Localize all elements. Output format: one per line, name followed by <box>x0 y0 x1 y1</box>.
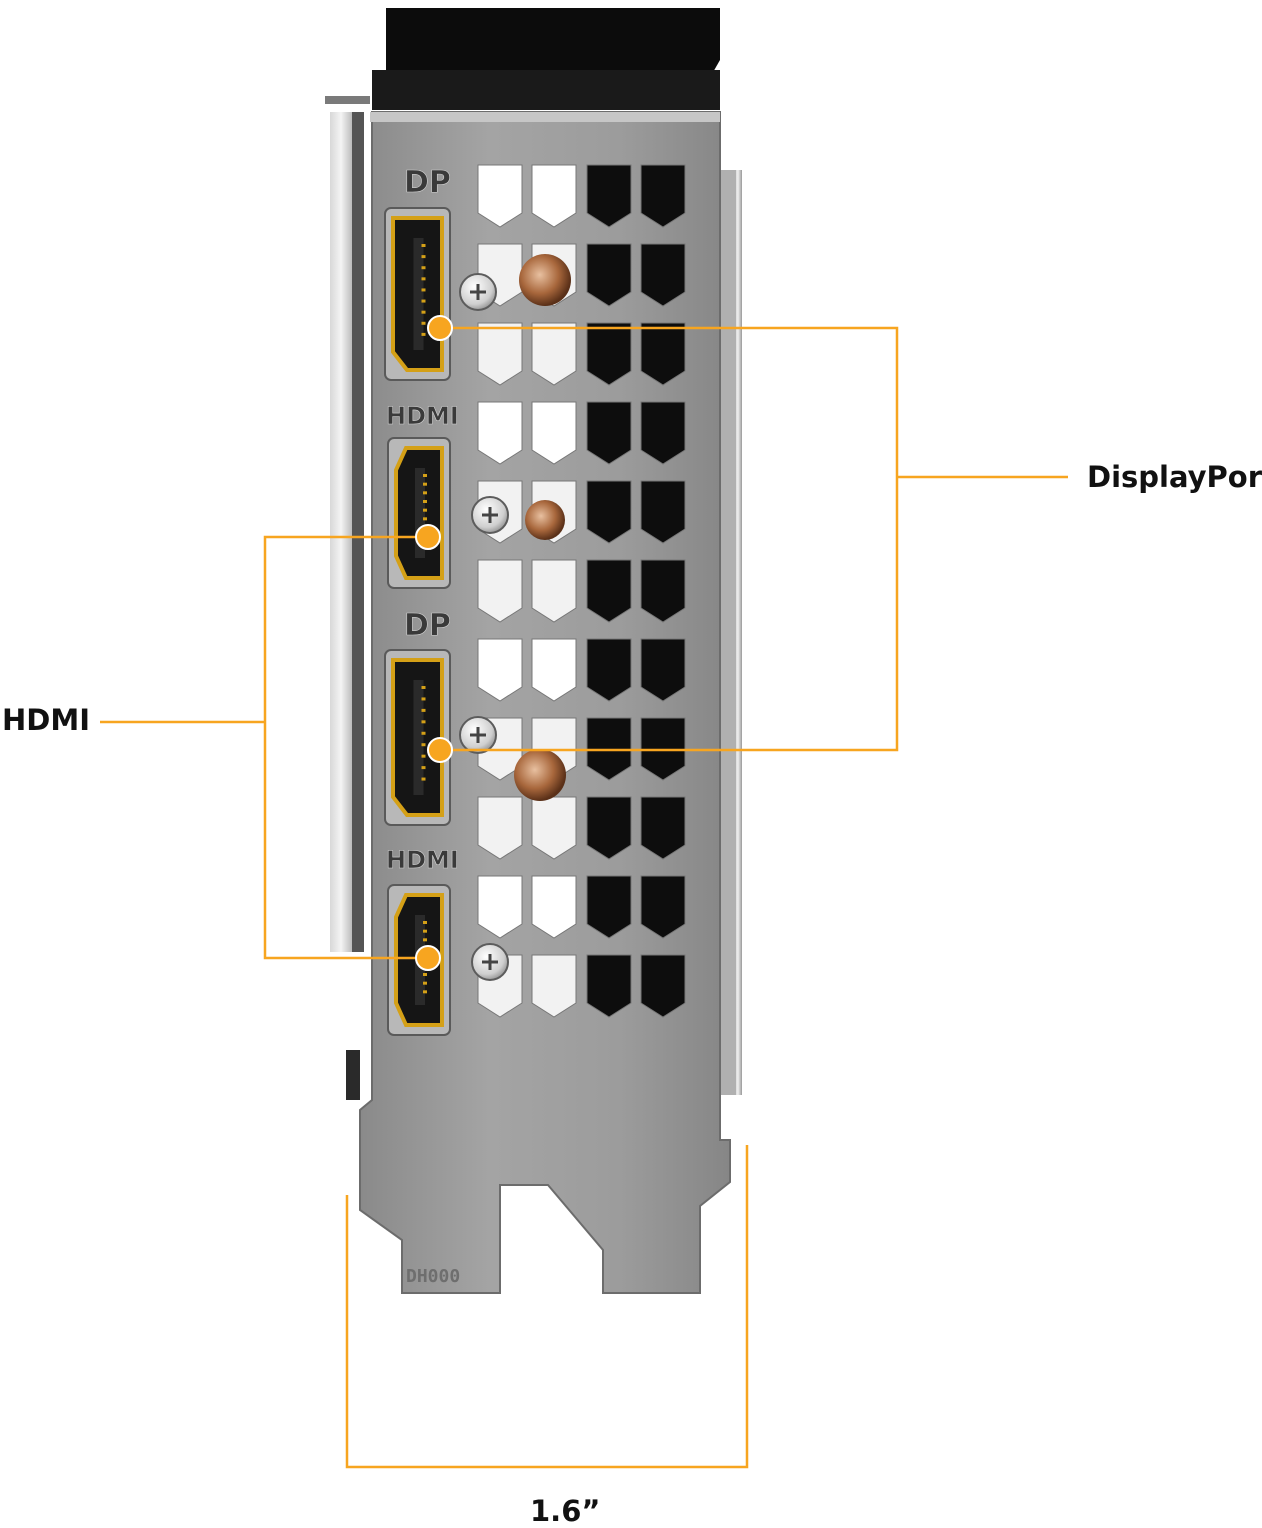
vent-hole <box>531 954 577 1018</box>
callout-dot-dp-top <box>427 315 453 341</box>
vent-hole <box>477 322 523 386</box>
display-connectors <box>384 207 509 1036</box>
vent-hole <box>477 875 523 939</box>
bracket-width-label: 1.6” <box>530 1494 601 1528</box>
vent-hole <box>586 875 632 939</box>
vent-hole <box>586 243 632 307</box>
vent-hole <box>586 638 632 702</box>
callout-dot-dp-lower <box>427 737 453 763</box>
bracket-screw-icon <box>459 716 497 754</box>
bracket-screw-icon <box>459 273 497 311</box>
vent-hole <box>586 954 632 1018</box>
bracket-screw-icon <box>471 943 509 981</box>
vent-hole <box>531 164 577 228</box>
card-shroud <box>325 8 742 1100</box>
io-bracket-plate <box>359 111 731 1294</box>
vent-hole <box>640 638 686 702</box>
hdmi-callout-line <box>263 535 428 960</box>
bracket-text-hdmi-upper: HDMI <box>386 402 459 430</box>
bracket-screw-icon <box>471 496 509 534</box>
bracket-vent-grid <box>477 164 686 1018</box>
connector-displayport-3 <box>384 649 497 826</box>
vent-hole <box>531 559 577 623</box>
vent-hole <box>640 559 686 623</box>
vent-hole <box>531 875 577 939</box>
vent-hole <box>477 559 523 623</box>
vent-hole <box>586 322 632 386</box>
displayport-label: DisplayPort <box>1087 460 1262 494</box>
vent-hole <box>586 559 632 623</box>
heatpipes <box>514 254 571 801</box>
vent-hole <box>531 401 577 465</box>
hdmi-label: HDMI <box>2 703 90 737</box>
vent-hole <box>477 638 523 702</box>
vent-hole <box>640 480 686 544</box>
vent-hole <box>640 243 686 307</box>
callout-dots <box>415 315 453 971</box>
bracket-text-hdmi-lower: HDMI <box>386 846 459 874</box>
vent-hole <box>640 164 686 228</box>
port-labels-printed: DP HDMI DP HDMI DH000 <box>386 165 460 1287</box>
vent-hole <box>531 638 577 702</box>
displayport-callout-line <box>440 326 899 752</box>
vent-hole <box>477 164 523 228</box>
vent-hole <box>640 875 686 939</box>
vent-hole <box>477 401 523 465</box>
callout-dot-hdmi-lower <box>415 945 441 971</box>
vent-hole <box>586 796 632 860</box>
vent-hole <box>531 796 577 860</box>
bracket-text-dp-lower: DP <box>404 608 451 643</box>
vent-hole <box>640 954 686 1018</box>
vent-hole <box>477 796 523 860</box>
vent-hole <box>531 322 577 386</box>
vent-hole <box>586 164 632 228</box>
vent-hole <box>640 401 686 465</box>
width-dimension-line <box>345 1145 749 1469</box>
vent-hole <box>640 322 686 386</box>
bracket-stamp-text: DH000 <box>406 1266 460 1287</box>
bracket-text-dp-top: DP <box>404 165 451 200</box>
vent-hole <box>640 796 686 860</box>
callout-dot-hdmi-upper <box>415 524 441 550</box>
callout-lines <box>100 326 1068 1469</box>
vent-hole <box>586 480 632 544</box>
vent-hole <box>586 401 632 465</box>
